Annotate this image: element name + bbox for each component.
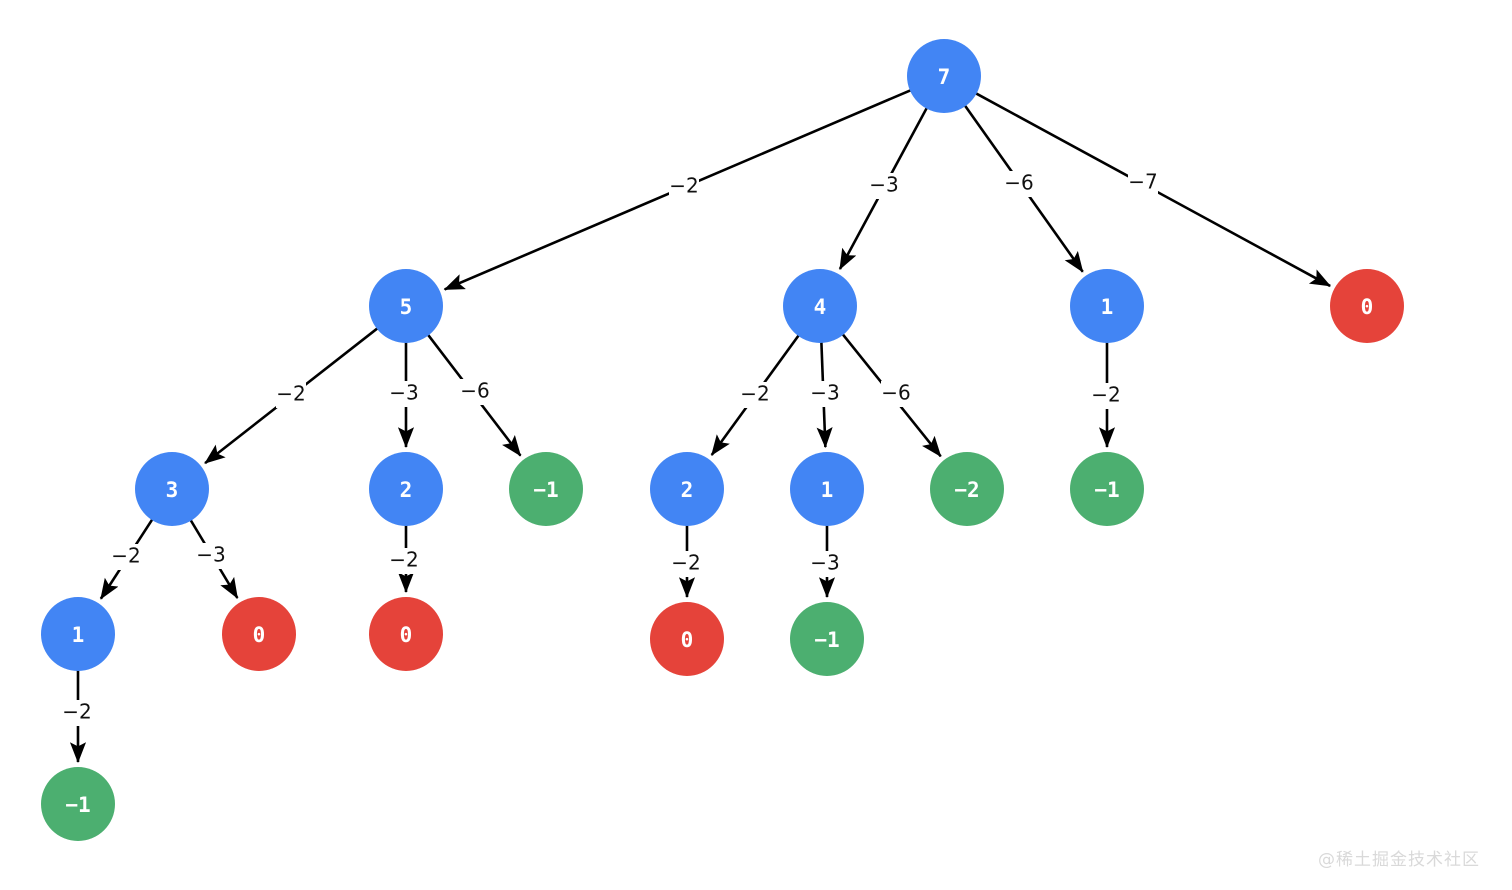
edge-weight-label: −3: [196, 543, 225, 567]
tree-node[interactable]: 0: [369, 597, 443, 671]
node-circle[interactable]: [1070, 452, 1144, 526]
nodes-layer: 7 5 4 1 0 3 2 −1 2 1 −2 −1 1 0 0 0 −1 −1: [41, 39, 1404, 841]
edge-weight-label: −2: [671, 551, 700, 575]
tree-node[interactable]: −2: [930, 452, 1004, 526]
edge-weight-label: −7: [1128, 170, 1157, 194]
tree-node[interactable]: 2: [369, 452, 443, 526]
edge-weight-label: −3: [810, 551, 839, 575]
node-value-label: 4: [814, 295, 827, 319]
node-value-label: 1: [72, 623, 85, 647]
edge-weight-label: −3: [389, 381, 418, 405]
edge-weight-label: −2: [276, 382, 305, 406]
node-value-label: 7: [938, 65, 951, 89]
tree-node[interactable]: 1: [1070, 269, 1144, 343]
node-circle[interactable]: [650, 602, 724, 676]
edge-weight-label: −2: [389, 548, 418, 572]
node-value-label: 0: [681, 628, 694, 652]
tree-node[interactable]: 0: [222, 597, 296, 671]
node-value-label: 3: [166, 478, 179, 502]
edge-label-backdrop: [669, 174, 699, 200]
tree-node[interactable]: −1: [509, 452, 583, 526]
tree-node[interactable]: 4: [783, 269, 857, 343]
node-circle[interactable]: [790, 452, 864, 526]
tree-node[interactable]: 3: [135, 452, 209, 526]
edge-label-backdrop: [1004, 171, 1034, 197]
tree-node[interactable]: −1: [790, 602, 864, 676]
tree-node[interactable]: 1: [790, 452, 864, 526]
node-circle[interactable]: [1070, 269, 1144, 343]
edge-label-backdrop: [1091, 383, 1121, 409]
edge-label-backdrop: [810, 551, 840, 577]
node-circle[interactable]: [135, 452, 209, 526]
node-circle[interactable]: [930, 452, 1004, 526]
edge-label-backdrop: [389, 381, 419, 407]
node-value-label: 0: [400, 623, 413, 647]
edge-label-backdrop: [869, 173, 899, 199]
tree-node[interactable]: 0: [650, 602, 724, 676]
edge-label-backdrop: [276, 382, 306, 408]
node-circle[interactable]: [222, 597, 296, 671]
tree-node[interactable]: −1: [41, 767, 115, 841]
edge-label-backdrop: [460, 379, 490, 405]
edge-labels-layer: −2 −3 −6 −7 −2 −3 −6 −2 −3 −6 −2 −2 −3 −2 −2 −3 −2: [62, 170, 1158, 726]
edge-label-backdrop: [111, 544, 141, 570]
edge-label-backdrop: [389, 548, 419, 574]
node-value-label: −1: [533, 478, 558, 502]
node-value-label: −1: [1094, 478, 1119, 502]
edge-label-backdrop: [196, 543, 226, 569]
node-circle[interactable]: [783, 269, 857, 343]
edge-label-backdrop: [1128, 170, 1158, 196]
node-value-label: −2: [954, 478, 979, 502]
tree-node[interactable]: −1: [1070, 452, 1144, 526]
node-value-label: 1: [821, 478, 834, 502]
edge-label-backdrop: [62, 700, 92, 726]
edge-weight-label: −2: [740, 382, 769, 406]
tree-node[interactable]: 2: [650, 452, 724, 526]
edge-weight-label: −2: [1091, 383, 1120, 407]
node-value-label: 0: [1361, 295, 1374, 319]
edge-label-backdrop: [881, 381, 911, 407]
tree-node[interactable]: 1: [41, 597, 115, 671]
edge-label-backdrop: [740, 382, 770, 408]
node-value-label: 0: [253, 623, 266, 647]
edge-label-backdrop: [810, 381, 840, 407]
tree-node[interactable]: 0: [1330, 269, 1404, 343]
node-value-label: −1: [65, 793, 90, 817]
node-circle[interactable]: [1330, 269, 1404, 343]
edge-weight-label: −2: [669, 174, 698, 198]
tree-node[interactable]: 7: [907, 39, 981, 113]
node-circle[interactable]: [369, 452, 443, 526]
node-value-label: 5: [400, 295, 413, 319]
node-value-label: 2: [400, 478, 413, 502]
edge-weight-label: −6: [460, 379, 489, 403]
node-circle[interactable]: [907, 39, 981, 113]
edge-weight-label: −6: [1004, 171, 1033, 195]
node-circle[interactable]: [650, 452, 724, 526]
node-circle[interactable]: [509, 452, 583, 526]
watermark: @稀土掘金技术社区: [1318, 850, 1480, 870]
node-circle[interactable]: [41, 767, 115, 841]
edge-weight-label: −6: [881, 381, 910, 405]
node-value-label: 2: [681, 478, 694, 502]
node-circle[interactable]: [790, 602, 864, 676]
edge-weight-label: −3: [869, 173, 898, 197]
node-circle[interactable]: [41, 597, 115, 671]
node-value-label: −1: [814, 628, 839, 652]
edge-label-backdrop: [671, 551, 701, 577]
node-value-label: 1: [1101, 295, 1114, 319]
tree-node[interactable]: 5: [369, 269, 443, 343]
node-circle[interactable]: [369, 269, 443, 343]
edge-weight-label: −2: [62, 700, 91, 724]
edge-weight-label: −2: [111, 544, 140, 568]
edge-weight-label: −3: [810, 381, 839, 405]
node-circle[interactable]: [369, 597, 443, 671]
